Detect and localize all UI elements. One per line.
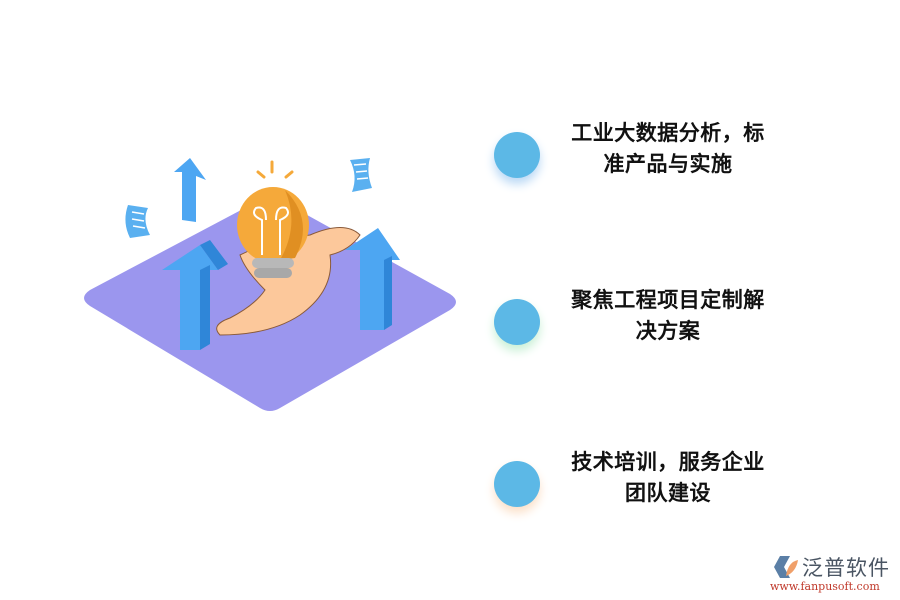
bullet-dot — [494, 132, 540, 178]
hero-illustration — [70, 150, 470, 420]
arrow-up-icon — [162, 240, 228, 350]
label-line: 工业大数据分析，标 — [571, 121, 765, 145]
document-icon — [125, 205, 150, 238]
label-line: 决方案 — [635, 319, 701, 343]
label-line: 技术培训，服务企业 — [571, 450, 765, 474]
bullet-dot — [494, 461, 540, 507]
feature-item-2: 聚焦工程项目定制解 决方案 — [492, 285, 792, 365]
light-bulb-icon — [237, 160, 309, 278]
arrow-up-icon — [345, 228, 400, 330]
arrow-up-icon — [174, 158, 206, 222]
label-line: 团队建设 — [625, 481, 711, 505]
logo-icon — [774, 556, 798, 578]
label-line: 聚焦工程项目定制解 — [571, 288, 765, 312]
bullet-dot — [494, 299, 540, 345]
logo-url: www.fanpusoft.com — [770, 580, 880, 593]
brand-logo: 泛普软件 www.fanpusoft.com — [768, 552, 898, 598]
logo-name: 泛普软件 — [802, 556, 890, 580]
feature-item-1: 工业大数据分析，标 准产品与实施 — [492, 118, 792, 198]
feature-label: 工业大数据分析，标 准产品与实施 — [548, 118, 788, 180]
document-icon — [350, 158, 372, 192]
feature-label: 技术培训，服务企业 团队建设 — [548, 447, 788, 509]
label-line: 准产品与实施 — [603, 152, 733, 176]
feature-label: 聚焦工程项目定制解 决方案 — [548, 285, 788, 347]
feature-item-3: 技术培训，服务企业 团队建设 — [492, 447, 792, 527]
